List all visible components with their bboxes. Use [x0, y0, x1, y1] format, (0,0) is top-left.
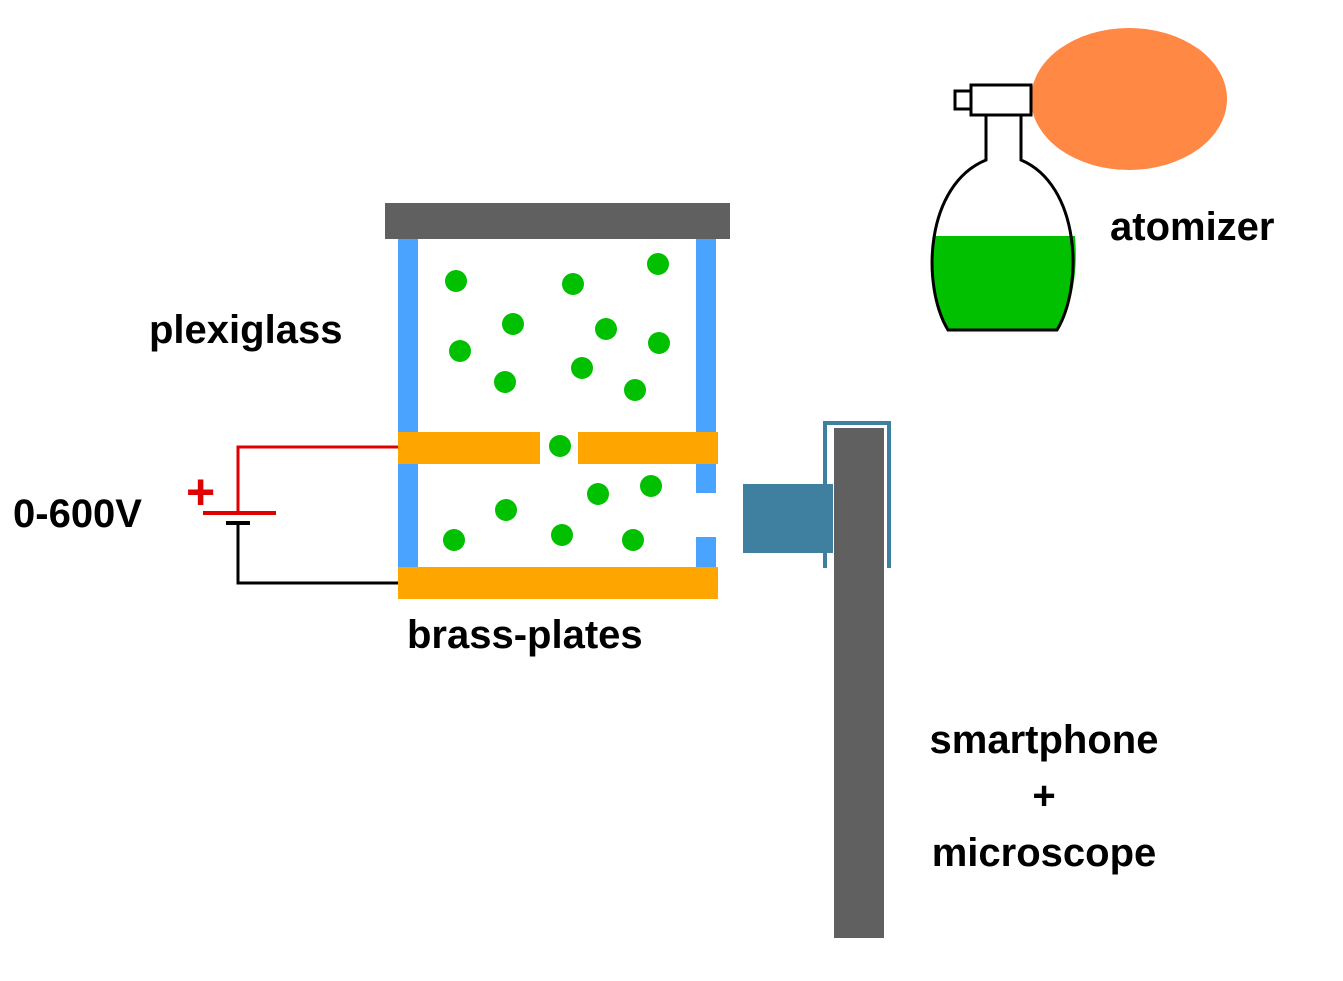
- camera-label-line2: +: [1032, 774, 1055, 818]
- atomizer-flask: [930, 115, 1075, 332]
- camera-label-line1: smartphone: [930, 718, 1159, 762]
- oil-droplets: [443, 253, 670, 551]
- atomizer-bulb: [1031, 28, 1227, 170]
- atomizer-nozzle-tip: [953, 89, 973, 111]
- lower-brass-plate: [398, 567, 718, 599]
- plexiglass-walls: [398, 239, 716, 568]
- droplet: [571, 357, 593, 379]
- droplet: [449, 340, 471, 362]
- atomizer-liquid: [931, 236, 1076, 330]
- droplet: [502, 313, 524, 335]
- smartphone-microscope-icon: [743, 421, 891, 938]
- plexiglass-left-lower: [398, 463, 418, 568]
- battery-symbol-icon: [203, 445, 398, 585]
- droplet: [549, 435, 571, 457]
- droplet: [587, 483, 609, 505]
- smartphone: [834, 428, 884, 938]
- voltage-label: 0-600V: [13, 492, 142, 536]
- negative-wire: [236, 523, 398, 585]
- droplet: [494, 371, 516, 393]
- chamber-lid: [385, 203, 730, 239]
- plexiglass-left-upper: [398, 239, 418, 432]
- atomizer-label: atomizer: [1110, 205, 1275, 249]
- plexiglass-right-lower: [696, 537, 716, 568]
- droplet: [495, 499, 517, 521]
- droplet: [640, 475, 662, 497]
- plexiglass-label: plexiglass: [149, 308, 342, 352]
- phone-holder-outline: [823, 421, 891, 568]
- droplet: [551, 524, 573, 546]
- microscope-lens: [743, 484, 833, 553]
- brass-plates-label: brass-plates: [407, 613, 643, 657]
- positive-wire: [236, 445, 398, 513]
- droplet: [622, 529, 644, 551]
- droplet: [443, 529, 465, 551]
- plexiglass-right-upper: [696, 239, 716, 432]
- droplet: [445, 270, 467, 292]
- droplet: [624, 379, 646, 401]
- plexiglass-right-middle: [696, 463, 716, 493]
- upper-brass-plate-right: [578, 432, 718, 464]
- atomizer-bottle-icon: [930, 28, 1227, 332]
- upper-brass-plate-left: [398, 432, 540, 464]
- brass-plates: [398, 432, 718, 599]
- droplet: [648, 332, 670, 354]
- droplet: [562, 273, 584, 295]
- positive-sign: +: [186, 464, 215, 520]
- camera-label-line3: microscope: [932, 831, 1157, 875]
- droplet: [647, 253, 669, 275]
- atomizer-nozzle: [969, 83, 1033, 117]
- droplet: [595, 318, 617, 340]
